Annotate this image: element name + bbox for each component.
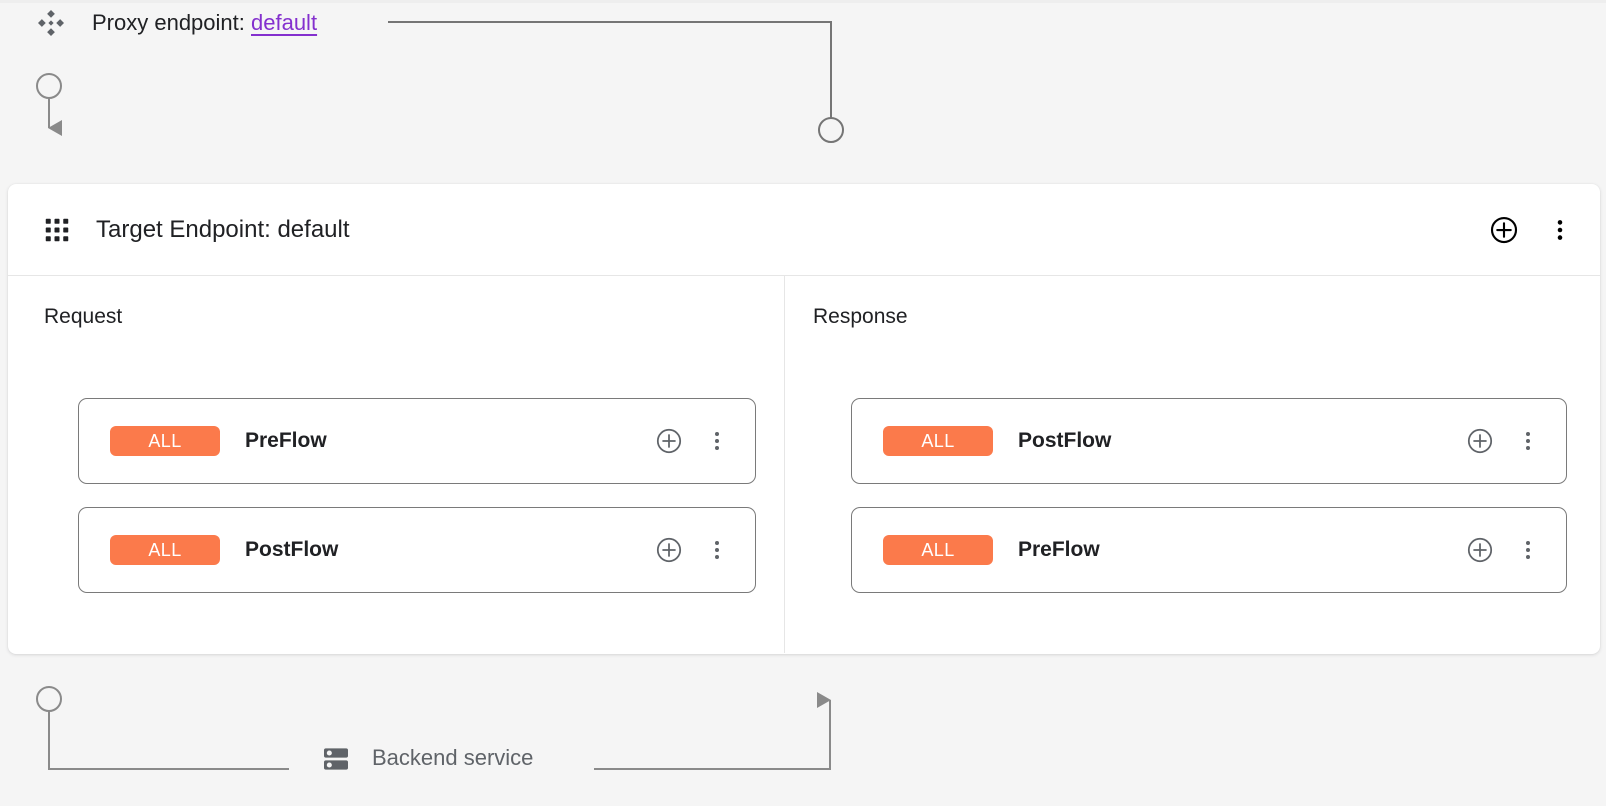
flow-card-response-preflow[interactable]: ALL PreFlow — [851, 507, 1567, 593]
status-badge: ALL — [883, 535, 993, 565]
server-rack-icon — [320, 743, 352, 775]
proxy-endpoint-label-text: Proxy endpoint: — [92, 10, 245, 35]
flow-card-actions — [1462, 532, 1546, 568]
add-policy-icon[interactable] — [651, 532, 687, 568]
more-options-icon[interactable] — [1542, 212, 1578, 248]
flow-name: PreFlow — [245, 429, 327, 452]
response-column: Response ALL PostFlow — [785, 276, 1599, 653]
more-options-icon[interactable] — [699, 423, 735, 459]
request-column: Request ALL PreFlow — [8, 276, 785, 653]
add-icon[interactable] — [1486, 212, 1522, 248]
flow-name: PreFlow — [1018, 538, 1100, 561]
top-divider-strip — [0, 0, 1606, 3]
request-column-title: Request — [44, 305, 123, 328]
backend-service-row: Backend service — [0, 742, 1606, 806]
request-flow-list: ALL PreFlow — [78, 398, 756, 593]
flow-name: PostFlow — [245, 538, 339, 561]
proxy-endpoint-label: Proxy endpoint: default — [92, 8, 317, 38]
flow-card-response-postflow[interactable]: ALL PostFlow — [851, 398, 1567, 484]
flow-card-actions — [651, 532, 735, 568]
flow-card-request-postflow[interactable]: ALL PostFlow — [78, 507, 756, 593]
grid-apps-icon — [42, 215, 72, 245]
flow-name: PostFlow — [1018, 429, 1112, 452]
page-title: Target Endpoint: default — [96, 216, 350, 243]
proxy-endpoint-row: Proxy endpoint: default — [0, 0, 1606, 48]
target-endpoint-header: Target Endpoint: default — [8, 184, 1600, 276]
add-policy-icon[interactable] — [1462, 423, 1498, 459]
flow-columns: Request ALL PreFlow — [8, 276, 1600, 653]
response-flow-list: ALL PostFlow — [851, 398, 1567, 593]
more-options-icon[interactable] — [699, 532, 735, 568]
more-options-icon[interactable] — [1510, 532, 1546, 568]
flow-card-request-preflow[interactable]: ALL PreFlow — [78, 398, 756, 484]
add-policy-icon[interactable] — [1462, 532, 1498, 568]
proxy-endpoint-icon — [36, 8, 66, 38]
proxy-endpoint-link[interactable]: default — [251, 10, 318, 35]
target-endpoint-actions — [1486, 212, 1578, 248]
status-badge: ALL — [110, 426, 220, 456]
status-badge: ALL — [883, 426, 993, 456]
flow-card-actions — [1462, 423, 1546, 459]
add-policy-icon[interactable] — [651, 423, 687, 459]
flow-card-actions — [651, 423, 735, 459]
response-column-title: Response — [813, 305, 908, 328]
target-endpoint-panel: Target Endpoint: default — [8, 184, 1600, 654]
more-options-icon[interactable] — [1510, 423, 1546, 459]
status-badge: ALL — [110, 535, 220, 565]
backend-service-label: Backend service — [372, 745, 534, 770]
